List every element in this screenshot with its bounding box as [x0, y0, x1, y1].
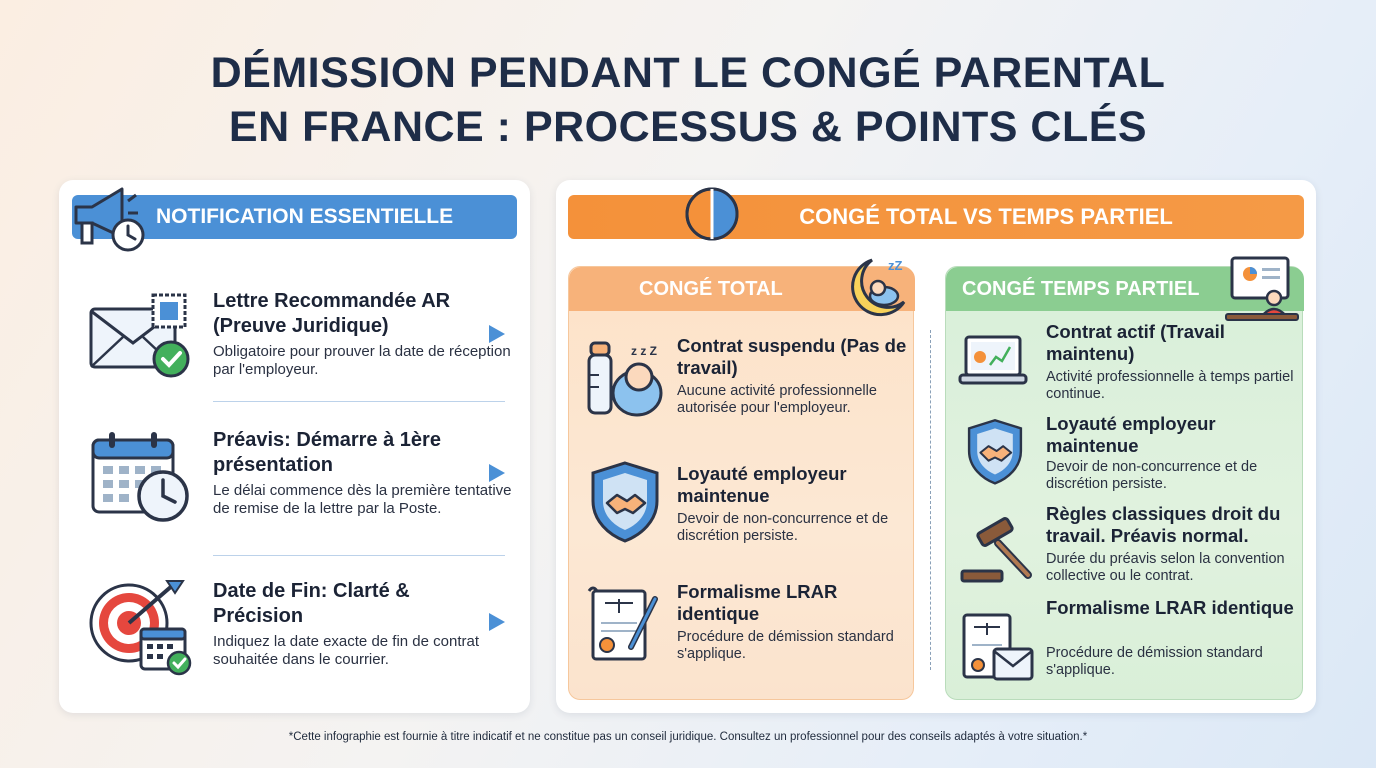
comparison-panel: CONGÉ TOTAL VS TEMPS PARTIEL CONGÉ TOTAL	[556, 180, 1316, 713]
shield-handshake-icon	[964, 417, 1026, 485]
notification-item-title: Préavis: Démarre à 1ère présentation	[213, 429, 441, 476]
shield-handshake-icon	[587, 459, 663, 543]
envelope-check-icon	[87, 291, 197, 383]
total-item-suspended: z z Z Contrat suspendu (Pas de travail) …	[569, 327, 915, 427]
person-computer-icon	[1224, 254, 1300, 322]
partial-item-desc: Durée du préavis selon la convention col…	[1046, 551, 1285, 584]
total-leave-column: CONGÉ TOTAL z z Z Contrat suspendu (Pas …	[568, 266, 915, 700]
total-item-title: Contrat suspendu (Pas de travail)	[677, 335, 907, 378]
megaphone-clock-icon	[70, 183, 150, 255]
page-title-line-1: DÉMISSION PENDANT LE CONGÉ PARENTAL	[210, 49, 1166, 97]
target-calendar-icon	[87, 579, 199, 679]
split-circle-icon	[684, 186, 740, 242]
total-item-loyalty: Loyauté employeur maintenue Devoir de no…	[569, 453, 915, 553]
sleeping-moon-icon: zZ	[838, 252, 916, 322]
comparison-header-label: CONGÉ TOTAL VS TEMPS PARTIEL	[799, 204, 1173, 229]
total-item-desc: Aucune activité professionnelle autorisé…	[677, 383, 877, 416]
total-item-title: Formalisme LRAR identique	[677, 581, 838, 624]
divider	[213, 401, 505, 402]
gavel-icon	[958, 517, 1034, 587]
contract-envelope-icon	[956, 609, 1036, 689]
contract-pen-icon	[583, 585, 665, 665]
total-item-desc: Procédure de démission standard s'appliq…	[677, 629, 894, 662]
chevron-right-icon	[489, 464, 505, 482]
disclaimer-footnote: *Cette infographie est fournie à titre i…	[288, 731, 1088, 743]
svg-text:zZ: zZ	[888, 258, 903, 273]
laptop-chart-icon	[958, 333, 1028, 393]
column-divider	[930, 330, 931, 670]
total-item-formalism: Formalisme LRAR identique Procédure de d…	[569, 579, 915, 679]
partial-item-rules: Règles classiques droit du travail. Préa…	[946, 503, 1304, 593]
partial-item-formalism: Formalisme LRAR identique Procédure de d…	[946, 597, 1304, 691]
notification-item-desc: Indiquez la date exacte de fin de contra…	[213, 633, 480, 668]
partial-leave-header-label: CONGÉ TEMPS PARTIEL	[962, 278, 1200, 300]
partial-item-active: Contrat actif (Travail maintenu) Activit…	[946, 321, 1304, 411]
calendar-clock-icon	[87, 430, 197, 526]
notification-header: NOTIFICATION ESSENTIELLE	[72, 195, 517, 239]
partial-item-desc: Procédure de démission standard s'appliq…	[1046, 645, 1263, 678]
partial-item-title: Formalisme LRAR identique	[1046, 597, 1294, 618]
notification-item-desc: Le délai commence dès la première tentat…	[213, 482, 512, 517]
page-title-line-2: EN FRANCE : PROCESSUS & POINTS CLÉS	[228, 103, 1148, 151]
partial-item-loyalty: Loyauté employeur maintenue Devoir de no…	[946, 413, 1304, 503]
total-item-title: Loyauté employeur maintenue	[677, 463, 847, 506]
baby-bottle-icon: z z Z	[581, 337, 673, 423]
chevron-right-icon	[489, 325, 505, 343]
notification-panel: NOTIFICATION ESSENTIELLE Lettre Recomman…	[59, 180, 530, 713]
partial-item-desc: Activité professionnelle à temps partiel…	[1046, 369, 1294, 402]
total-leave-header-label: CONGÉ TOTAL	[639, 278, 783, 300]
svg-text:z z Z: z z Z	[631, 344, 657, 358]
partial-item-title: Règles classiques droit du travail. Préa…	[1046, 503, 1281, 546]
notification-item-desc: Obligatoire pour prouver la date de réce…	[213, 343, 511, 378]
notification-header-label: NOTIFICATION ESSENTIELLE	[156, 205, 454, 228]
partial-leave-column: CONGÉ TEMPS PARTIEL Contrat actif (Trava…	[945, 266, 1304, 700]
page-title: DÉMISSION PENDANT LE CONGÉ PARENTAL EN F…	[0, 46, 1376, 154]
partial-item-title: Contrat actif (Travail maintenu)	[1046, 321, 1225, 364]
chevron-right-icon	[489, 613, 505, 631]
comparison-header: CONGÉ TOTAL VS TEMPS PARTIEL	[568, 195, 1304, 239]
total-item-desc: Devoir de non-concurrence et de discréti…	[677, 511, 889, 544]
divider	[213, 555, 505, 556]
partial-item-desc: Devoir de non-concurrence et de discréti…	[1046, 459, 1258, 492]
partial-item-title: Loyauté employeur maintenue	[1046, 413, 1216, 456]
notification-item-title: Lettre Recommandée AR (Preuve Juridique)	[213, 290, 451, 337]
notification-item-title: Date de Fin: Clarté & Précision	[213, 580, 410, 627]
